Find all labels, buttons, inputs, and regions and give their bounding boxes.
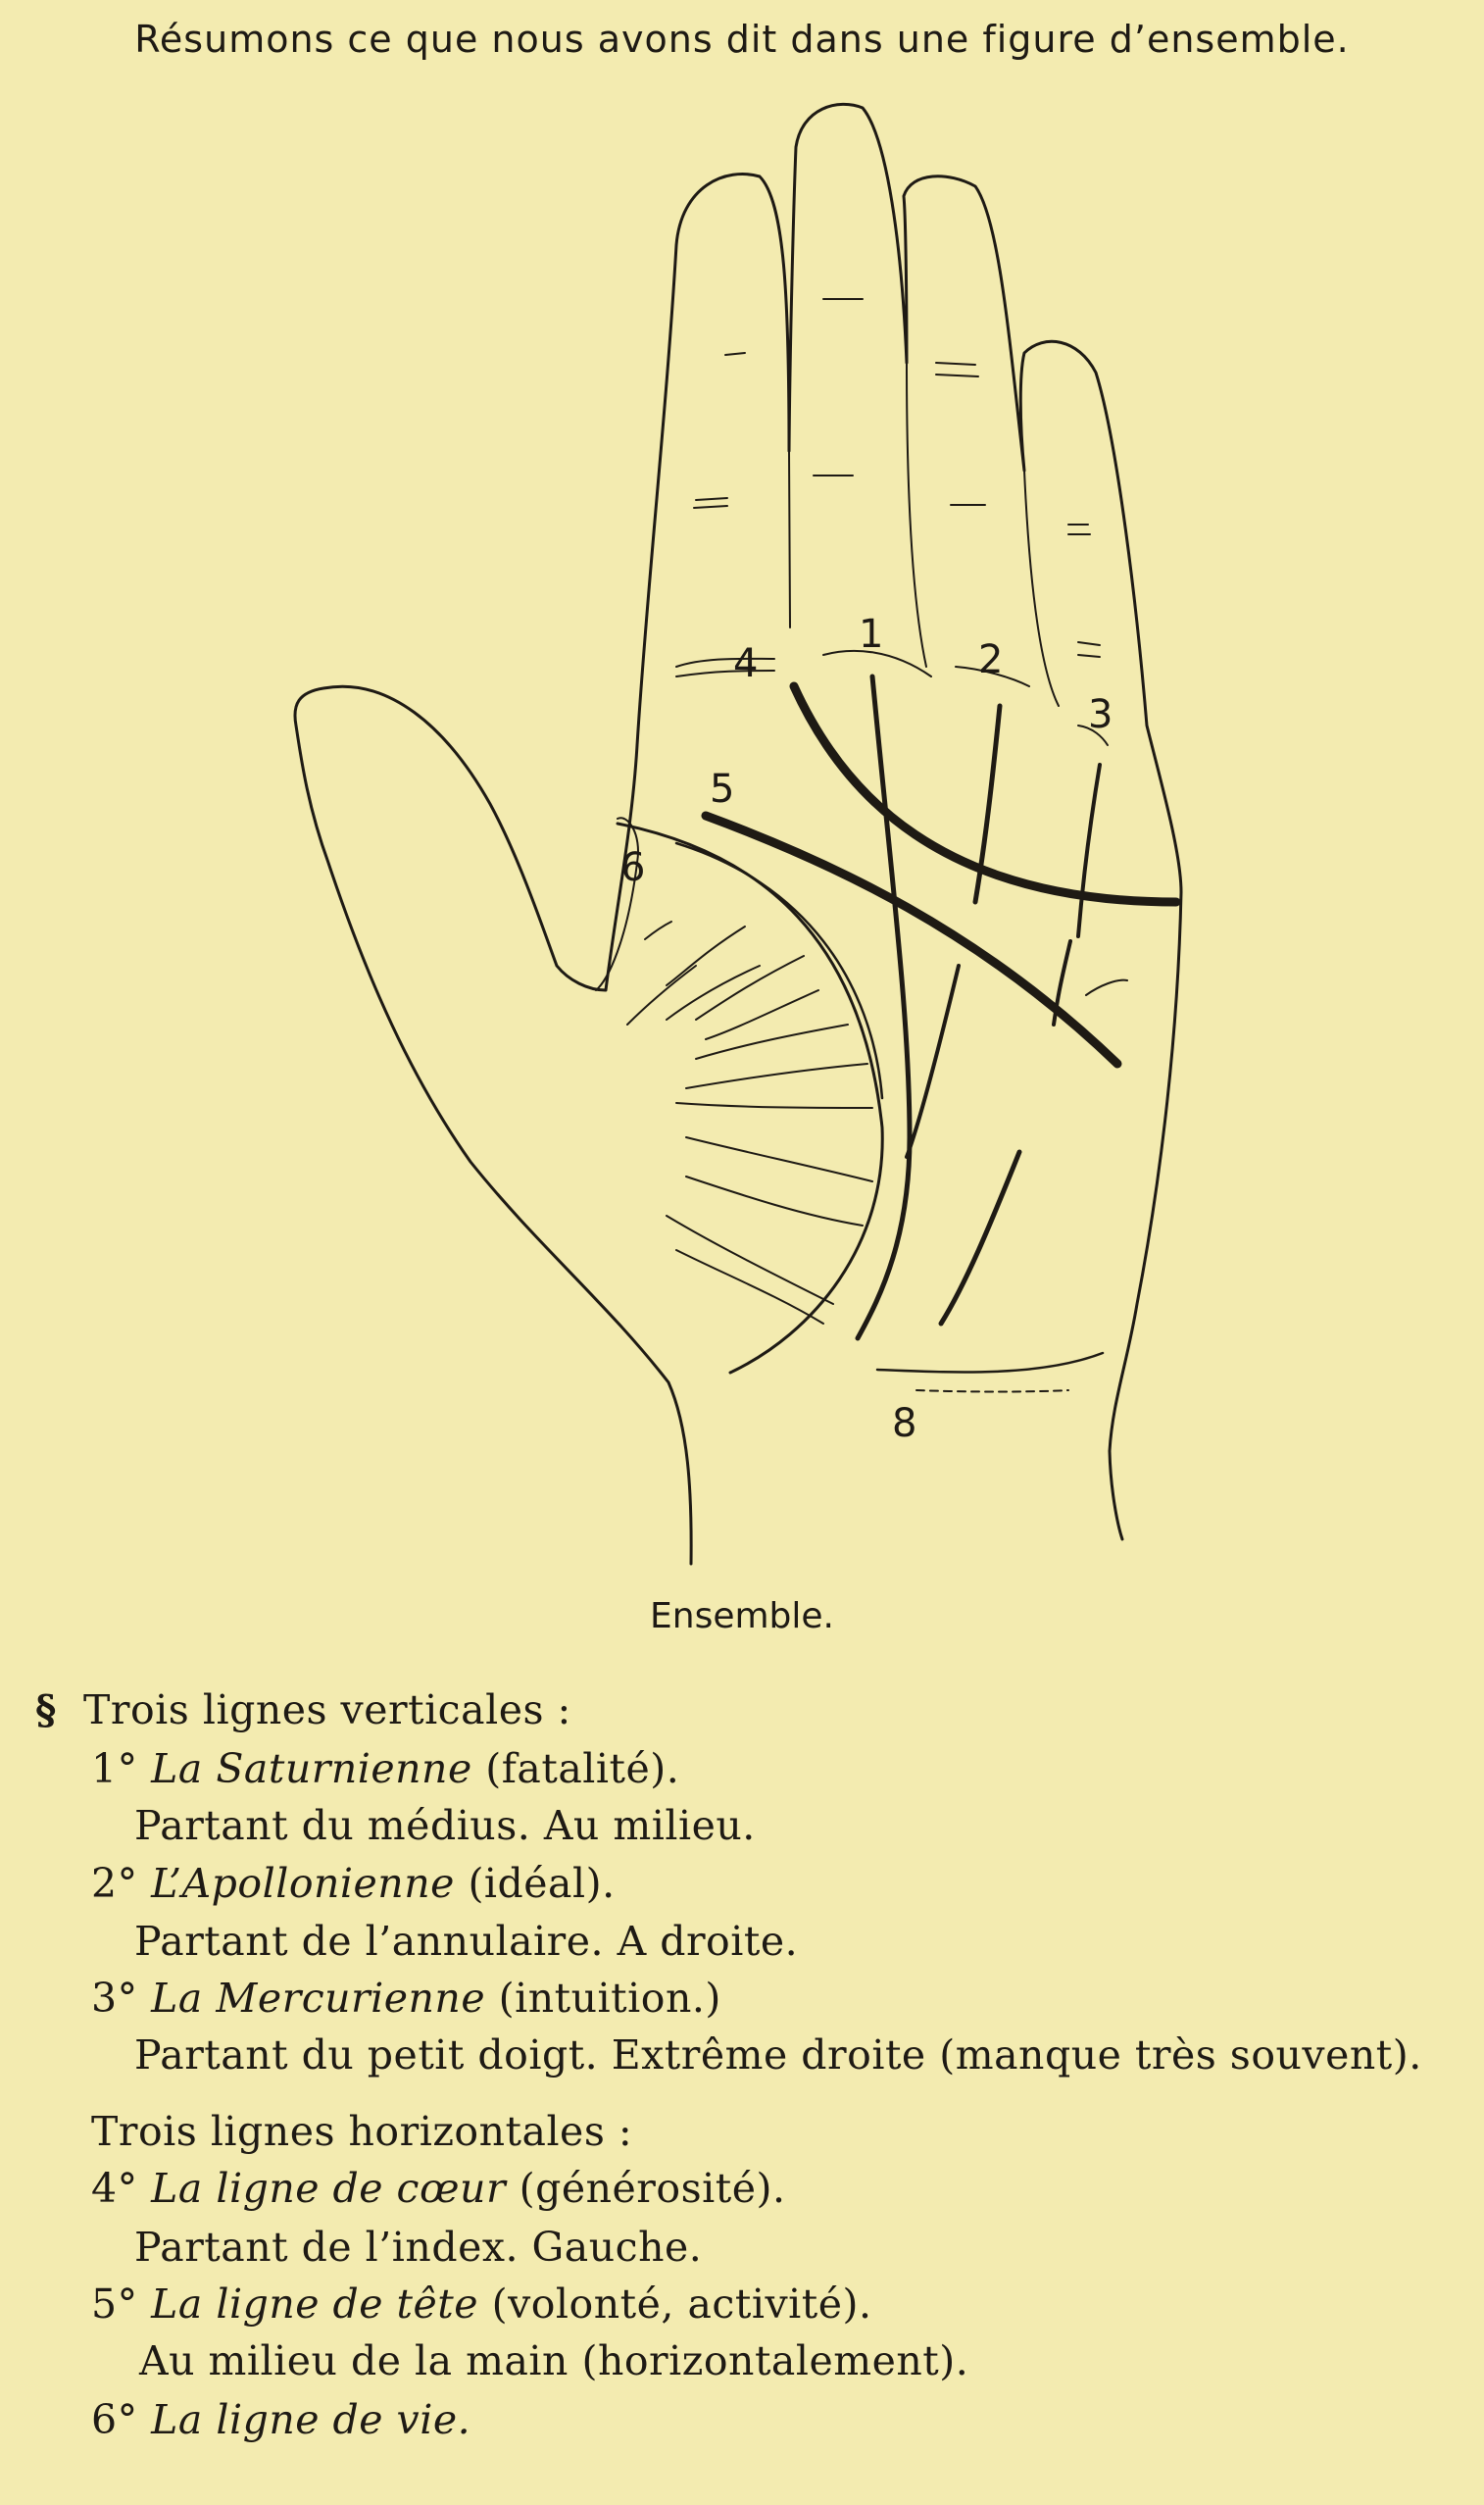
life-line — [616, 822, 884, 1375]
label-2: 2 — [978, 637, 1003, 682]
palm-figure: 4 1 2 3 5 6 8 — [293, 102, 1183, 1566]
item-name: La Mercurienne — [151, 1975, 486, 2022]
list-item: 3° La Mercurienne (intuition.) — [91, 1975, 721, 2022]
label-8: 8 — [892, 1401, 916, 1446]
item-meaning: (intuition.) — [498, 1975, 721, 2022]
mercury-line — [1076, 763, 1102, 938]
finger-gap-middle-ring — [906, 362, 927, 668]
life-line-inner — [674, 841, 884, 1100]
list-item: 1° La Saturnienne (fatalité). — [91, 1745, 679, 1792]
finger-gap-index-middle — [788, 450, 791, 628]
label-5: 5 — [710, 767, 734, 812]
label-4: 4 — [733, 641, 758, 686]
item-meaning: (fatalité). — [485, 1745, 680, 1792]
item-meaning: (générosité). — [519, 2165, 786, 2212]
label-3: 3 — [1088, 692, 1113, 737]
apollo-line — [972, 703, 1003, 905]
list-item: 2° L’Apollonienne (idéal). — [91, 1860, 616, 1907]
small-crossing-line — [1085, 978, 1128, 996]
item-name: La ligne de vie. — [151, 2396, 471, 2443]
hand-outline — [293, 102, 1183, 1566]
item-description: Partant du médius. Au milieu. — [134, 1802, 756, 1849]
item-description: Partant de l’index. Gauche. — [134, 2224, 703, 2271]
list-item: 5° La ligne de tête (volonté, activité). — [91, 2280, 871, 2328]
label-6: 6 — [620, 845, 645, 890]
bracelet-line — [875, 1351, 1105, 1374]
item-description: Au milieu de la main (horizontalement). — [139, 2337, 969, 2384]
intro-sentence: Résumons ce que nous avons dit dans une … — [134, 18, 1350, 61]
item-number: 3° — [91, 1975, 138, 2022]
item-number: 6° — [91, 2396, 138, 2443]
vertical-title: Trois lignes verticales : — [83, 1686, 571, 1733]
list-item: 6° La ligne de vie. — [91, 2396, 470, 2443]
item-number: 1° — [91, 1745, 138, 1792]
finger-gap-ring-little — [1023, 470, 1060, 707]
head-line — [701, 811, 1122, 1069]
item-description: Partant de l’annulaire. A droite. — [134, 1918, 799, 1965]
saturn-line — [855, 674, 913, 1341]
section-mark: § — [35, 1686, 57, 1733]
thumb-mount-hatching — [626, 921, 873, 1325]
finger-creases — [675, 298, 1109, 746]
heart-line — [789, 681, 1181, 907]
item-name: La Saturnienne — [151, 1745, 472, 1792]
bracelet-line-dashed — [915, 1389, 1069, 1393]
chance-line — [938, 1149, 1022, 1327]
horizontal-title: Trois lignes horizontales : — [91, 2108, 633, 2155]
figure-caption: Ensemble. — [650, 1596, 834, 1636]
item-name: La ligne de tête — [151, 2280, 479, 2328]
saturn-line-branch — [905, 964, 961, 1159]
label-1: 1 — [859, 612, 883, 657]
vertical-heading: § Trois lignes verticales : — [35, 1686, 571, 1733]
item-description: Partant du petit doigt. Extrême droite (… — [134, 2031, 1422, 2079]
item-meaning: (idéal). — [468, 1860, 616, 1907]
item-number: 2° — [91, 1860, 138, 1907]
list-item: 4° La ligne de cœur (générosité). — [91, 2165, 786, 2212]
item-name: L’Apollonienne — [151, 1860, 455, 1907]
item-number: 5° — [91, 2280, 138, 2328]
item-name: La ligne de cœur — [151, 2165, 507, 2212]
item-meaning: (volonté, activité). — [491, 2280, 872, 2328]
item-number: 4° — [91, 2165, 138, 2212]
thumb-web-line — [595, 817, 639, 991]
mercury-line-lower — [1052, 939, 1072, 1027]
